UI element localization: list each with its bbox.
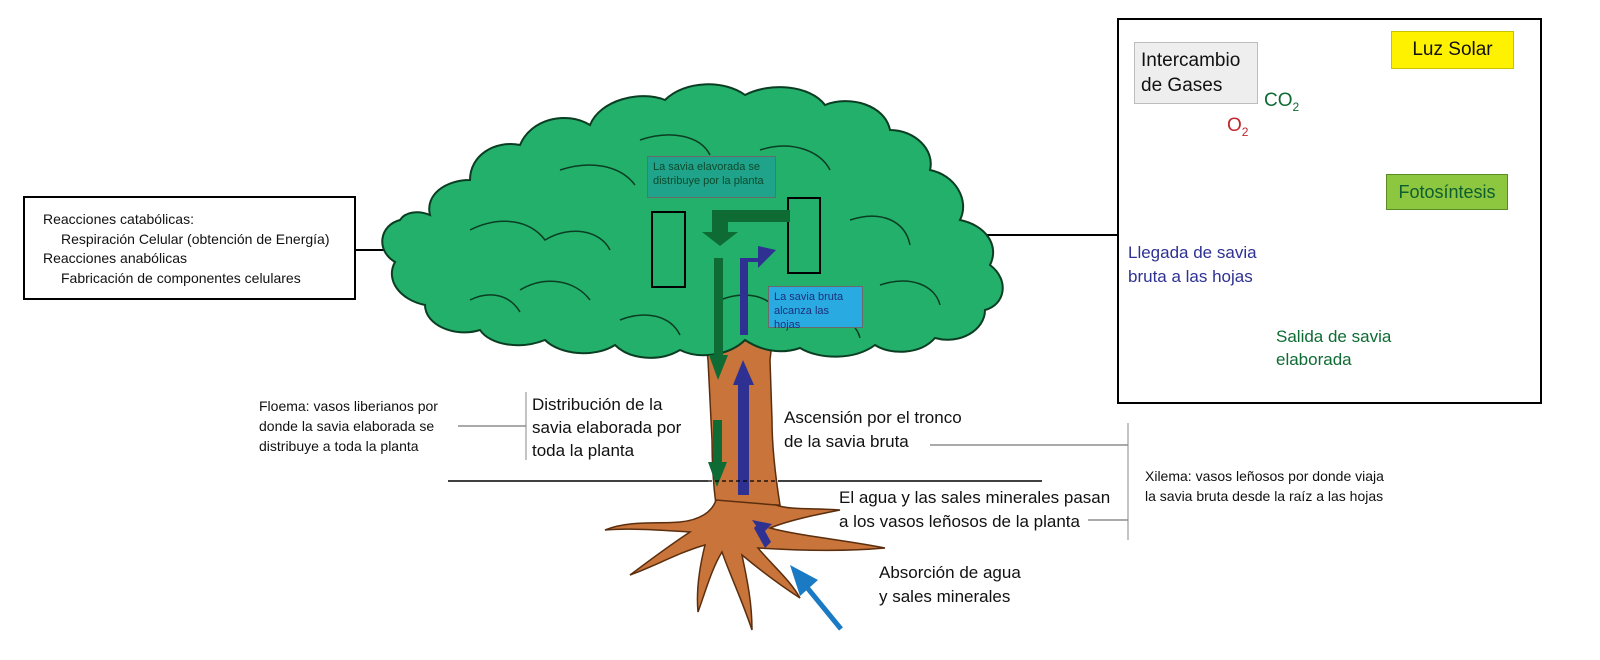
- catabolic-label: Reacciones catabólicas:: [43, 211, 194, 227]
- tag-raw-sap: La savia bruta alcanza las hojas: [768, 286, 863, 331]
- tag-elaborated-sap: La savia elavorada se distribuye por la …: [647, 156, 776, 198]
- o2-label: O2: [1227, 115, 1249, 139]
- xylem-arrows: [733, 246, 776, 548]
- reactions-box: Reacciones catabólicas: Respiración Celu…: [23, 196, 356, 300]
- phloem-label: Floema: vasos liberianos por donde la sa…: [259, 398, 438, 454]
- cell-components-label: Fabricación de componentes celulares: [61, 269, 301, 286]
- raw-sap-arrival-label: Llegada de savia bruta a las hojas: [1128, 243, 1257, 286]
- absorption-label: Absorción de agua y sales minerales: [879, 563, 1021, 606]
- xylem-label: Xilema: vasos leñosos por donde viaja la…: [1145, 468, 1384, 504]
- water-absorption-arrow: [790, 565, 843, 631]
- tree-roots: [604, 499, 886, 631]
- ascension-label: Ascensión por el tronco de la savia brut…: [784, 408, 962, 451]
- photosynthesis-label: Fotosíntesis: [1386, 174, 1508, 210]
- elaborated-sap-exit-label: Salida de savia elaborada: [1276, 327, 1392, 369]
- canopy-leaf-box-right: [787, 197, 821, 274]
- cell-respiration-label: Respiración Celular (obtención de Energí…: [61, 230, 330, 247]
- water-label: El agua y las sales minerales pasan a lo…: [839, 488, 1111, 531]
- sunlight-label: Luz Solar: [1391, 31, 1514, 69]
- gas-exchange-label: Intercambio de Gases: [1134, 42, 1258, 104]
- tree-canopy: [381, 83, 1004, 359]
- phloem-arrows: [702, 210, 790, 487]
- distribution-label: Distribución de la savia elaborada por t…: [532, 395, 682, 460]
- anabolic-label: Reacciones anabólicas: [43, 250, 187, 266]
- canopy-leaf-box-left: [651, 211, 686, 288]
- co2-label: CO2: [1264, 90, 1300, 114]
